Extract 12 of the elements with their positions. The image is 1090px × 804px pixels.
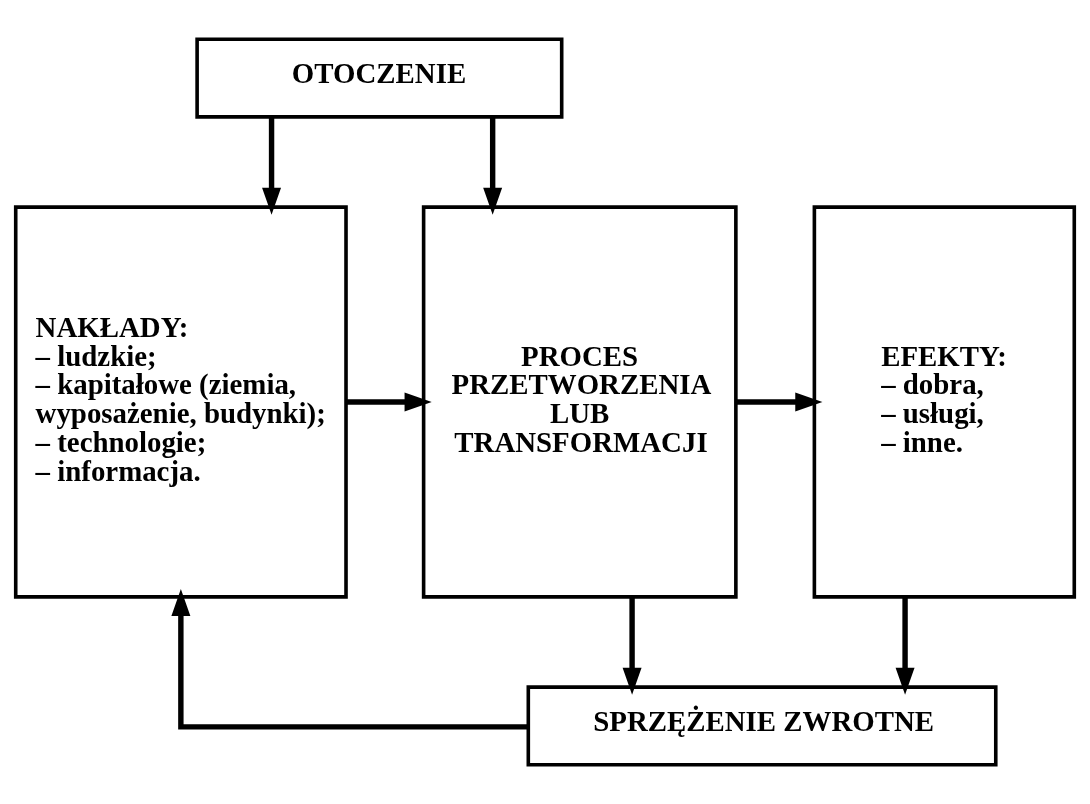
arrow	[622, 597, 642, 695]
node-box: NAKŁADY: – ludzkie; – kapitałowe (ziemia, wyposażenie, budynki); – technologie; – informacja.	[13, 205, 348, 599]
arrow	[483, 117, 503, 215]
arrow	[895, 597, 915, 695]
arrow	[171, 588, 529, 730]
arrow	[735, 392, 823, 412]
node-box: PROCES PRZETWORZENIA LUB TRANSFORMACJI	[421, 205, 738, 599]
arrow	[346, 392, 432, 412]
node-box: OTOCZENIE	[195, 37, 564, 119]
node-box: EFEKTY: – dobra, – usługi, – inne.	[812, 205, 1077, 599]
node-box: SPRZĘŻENIE ZWROTNE	[526, 685, 998, 767]
arrow	[262, 117, 282, 215]
